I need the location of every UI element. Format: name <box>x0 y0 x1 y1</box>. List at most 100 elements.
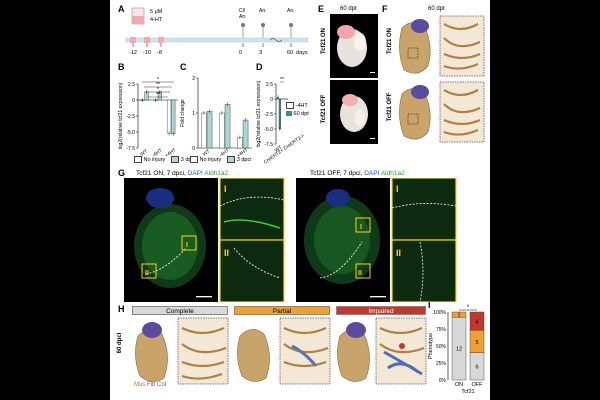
segment-count: 12 <box>456 347 462 353</box>
event-pin-head <box>241 23 245 27</box>
significance-label: * <box>467 305 470 311</box>
panel-e-sidebar: Tcf21 ON Tcf21 OFF <box>320 14 328 144</box>
panel-e-row1: Tcf21 ON <box>321 28 327 54</box>
panel-f-images <box>399 15 485 143</box>
significance-label: * <box>157 77 159 83</box>
y-tick-label: 2 <box>192 76 195 82</box>
legend-3dpci: 3 dpci <box>171 156 195 163</box>
segment-count: 4 <box>475 320 478 326</box>
bar <box>242 119 249 149</box>
panel-a-label: A <box>118 4 125 14</box>
x-tick-label: OFF <box>472 382 484 388</box>
h-complete-section <box>135 322 168 382</box>
heart-on-image <box>337 25 367 67</box>
y-axis-label: log2(relative tcf21 expression) <box>118 82 124 149</box>
histology-off-zoom <box>439 81 485 143</box>
panel-d-label: D <box>256 62 263 72</box>
x-tick-label: +4HT <box>164 147 177 159</box>
x-tick-label: WT <box>274 145 284 154</box>
panel-h-side: 60 dpci <box>117 332 123 354</box>
y-tick-label: 100% <box>433 310 446 316</box>
event-label: An. <box>287 8 295 14</box>
y-tick-label: 0 <box>270 97 273 103</box>
panel-f-row2: Tcf21 OFF <box>387 92 393 122</box>
y-tick-label: -2.5 <box>126 114 135 120</box>
y-tick-label: 25% <box>436 361 447 367</box>
bar <box>171 99 176 135</box>
x-tick-label: WT <box>139 149 149 158</box>
banner-impaired: Impaired <box>336 306 426 315</box>
legend-d-minus: -4HT <box>286 102 309 110</box>
bar <box>278 98 281 130</box>
treatment-line1: 5 µM <box>150 9 163 15</box>
event-label: An. <box>259 8 267 14</box>
event-pin-head <box>289 23 293 27</box>
banner-complete: Complete <box>132 306 228 315</box>
panel-g-right-title: Tcf21 OFF, 7 dpci, DAPI Aldh1a2 <box>310 170 405 177</box>
panel-f-label: F <box>382 4 388 14</box>
fluorescence-on-zoom2: II <box>219 239 285 302</box>
y-tick-label: 0 <box>132 98 135 104</box>
g-right-roman1: I <box>360 224 362 231</box>
y-tick-label: -7.5 <box>126 146 135 152</box>
y-tick-label: 1 <box>192 111 195 117</box>
g-left-roman1: I <box>186 242 188 249</box>
significance-label: ** <box>156 92 160 98</box>
h-partial-section <box>237 329 270 382</box>
segment-count: 6 <box>475 364 478 370</box>
y-tick-label: -7.5 <box>264 142 273 148</box>
significance-label: * <box>157 87 159 93</box>
bar <box>206 111 213 149</box>
y-axis-label: Fold change <box>180 99 186 127</box>
fluorescence-off-zoom2: II <box>391 239 457 302</box>
g-right-roman2: II <box>358 270 362 277</box>
h-partial-zoom <box>279 317 331 385</box>
timeline-tick-label: 0 <box>239 50 242 56</box>
x-tick-label: -4HT <box>218 148 230 159</box>
timeline-tick-label: -12 <box>129 50 137 56</box>
fluorescence-on-main: I II <box>134 188 212 298</box>
legend-c-3dpci: 3 dpci <box>227 156 251 163</box>
panel-c-label: C <box>180 62 187 72</box>
stain-legend: Mus Fib Col <box>134 382 167 388</box>
significance-label: ** <box>156 82 160 88</box>
y-tick-label: -5.0 <box>126 130 135 136</box>
g-right-zoom2-label: II <box>396 248 401 258</box>
timeline-tick-label: 3 <box>259 50 262 56</box>
h-impaired-zoom <box>375 317 427 385</box>
histology-on <box>399 19 431 74</box>
y-tick-label: -5.0 <box>264 127 273 133</box>
x-tick-label: ON <box>455 382 463 388</box>
panel-g-label: G <box>118 168 126 178</box>
beaker-icon <box>131 7 145 25</box>
histology-on-zoom <box>439 15 485 77</box>
panel-b-label: B <box>118 62 125 72</box>
bar <box>219 112 225 149</box>
banner-partial: Partial <box>234 306 330 315</box>
x-tick-label: +4HT <box>236 147 249 159</box>
panel-h-label: H <box>118 304 125 314</box>
fluorescence-on-zoom1: I <box>219 178 285 241</box>
y-tick-label: 2.5 <box>128 82 135 88</box>
panel-f-row1: Tcf21 ON <box>387 28 393 54</box>
partial-segment <box>451 311 467 318</box>
x-tick-label: CreERT2+ CreERT2-/- <box>263 133 306 166</box>
heart-off-image <box>340 94 368 132</box>
y-tick-label: 75% <box>436 327 447 333</box>
timeline-tick-label: -10 <box>143 50 151 56</box>
segment-count: 5 <box>475 340 478 346</box>
panel-e-label: E <box>318 4 325 14</box>
legend-c: No injury 3 dpci <box>190 156 251 163</box>
x-axis-label: Tcf21 <box>461 389 474 395</box>
y-tick-label: -2.5 <box>264 112 273 118</box>
y-tick-label: 2.5 <box>266 82 273 88</box>
segment-count: 1 <box>457 313 460 319</box>
treatment-line2: 4-HT <box>150 17 163 23</box>
g-left-roman2: II <box>145 270 149 277</box>
panel-e-title: 60 dpt <box>340 6 357 12</box>
fluorescence-off-zoom1: I <box>391 178 457 241</box>
timeline-tick-label: -8 <box>157 50 162 56</box>
